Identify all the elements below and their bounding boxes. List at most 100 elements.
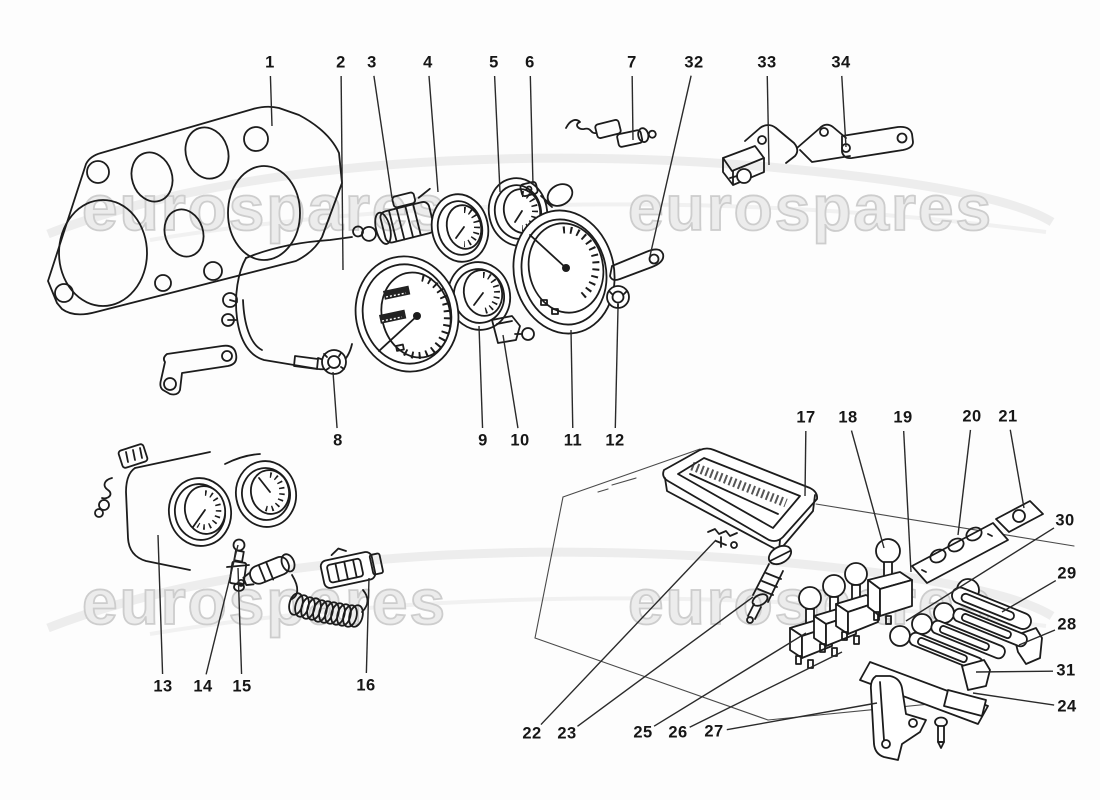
retaining-clip <box>961 659 991 691</box>
callout-24: 24 <box>1057 697 1077 716</box>
leader-line-7 <box>631 75 634 141</box>
tachometer <box>512 209 616 335</box>
leader-line-17 <box>804 430 807 497</box>
small-gauge-left <box>430 193 490 263</box>
leader-line-24 <box>972 692 1055 706</box>
leader-line-33 <box>766 75 770 166</box>
leader-line-13 <box>157 534 164 675</box>
callout-3: 3 <box>367 53 377 72</box>
console-group <box>534 447 1075 761</box>
lighter-plug <box>237 553 296 587</box>
callout-9: 9 <box>478 431 488 450</box>
leader-line-32 <box>649 75 692 257</box>
leader-line-12 <box>614 307 619 429</box>
leader-line-21 <box>1009 429 1025 509</box>
ashtray <box>662 447 819 552</box>
callout-4: 4 <box>423 53 433 72</box>
leader-line-18 <box>850 430 885 549</box>
leader-line-34 <box>841 75 847 148</box>
leader-line-8 <box>332 371 338 429</box>
aux-gauge-right <box>224 453 297 528</box>
toggle-switch-row <box>789 562 879 669</box>
callout-20: 20 <box>962 407 982 426</box>
pedestal-bracket <box>869 675 927 761</box>
aux-gauge-left <box>168 477 232 547</box>
bracket-34 <box>796 123 914 163</box>
bracket-33 <box>722 124 799 186</box>
switch-plate-single-hole <box>995 500 1044 533</box>
callout-22: 22 <box>522 724 542 743</box>
callout-26: 26 <box>668 723 688 742</box>
leader-line-19 <box>902 430 912 573</box>
leader-line-3 <box>373 75 393 199</box>
leader-line-15 <box>237 567 243 675</box>
toggle-switch-tall <box>867 538 913 625</box>
leader-line-11 <box>570 329 574 429</box>
callout-10: 10 <box>510 431 530 450</box>
callout-34: 34 <box>831 53 851 72</box>
ashtray-latch <box>707 528 738 549</box>
leader-line-6 <box>529 75 534 186</box>
callout-5: 5 <box>489 53 499 72</box>
callout-32: 32 <box>684 53 704 72</box>
leader-line-28 <box>1018 629 1056 646</box>
bulb-holder <box>565 119 657 148</box>
leader-line-16 <box>365 577 370 674</box>
callout-21: 21 <box>998 407 1018 426</box>
auxiliary-gauge-group <box>94 443 384 628</box>
leader-line-1 <box>269 75 273 127</box>
leader-line-9 <box>478 325 484 429</box>
gauge-drive-unit <box>352 187 436 245</box>
callout-19: 19 <box>893 408 913 427</box>
small-centre-gauge <box>446 261 512 331</box>
leader-line-26 <box>689 651 843 728</box>
callout-31: 31 <box>1056 661 1076 680</box>
callout-6: 6 <box>525 53 535 72</box>
leader-line-10 <box>502 334 519 429</box>
leader-line-30 <box>905 527 1055 622</box>
tachometer-bracket <box>609 248 665 281</box>
inspection-lamp <box>319 547 384 589</box>
cigarette-lighter <box>746 544 793 624</box>
callout-25: 25 <box>633 723 653 742</box>
callout-23: 23 <box>557 724 577 743</box>
callout-28: 28 <box>1057 615 1077 634</box>
callout-30: 30 <box>1055 511 1075 530</box>
callout-2: 2 <box>336 53 346 72</box>
callout-1: 1 <box>265 53 275 72</box>
leader-line-31 <box>975 670 1054 673</box>
callout-11: 11 <box>563 431 583 450</box>
reset-knob <box>317 349 347 375</box>
screw <box>934 716 948 749</box>
instrument-cluster <box>159 177 665 396</box>
leader-line-23 <box>577 596 754 727</box>
leader-line-27 <box>726 702 878 731</box>
leader-line-5 <box>493 75 501 193</box>
callout-7: 7 <box>627 53 637 72</box>
lower-bracket <box>943 689 987 717</box>
leader-line-29 <box>1001 579 1057 613</box>
callout-27: 27 <box>704 722 724 741</box>
speedometer <box>354 255 460 373</box>
gauge-clamp <box>491 315 535 344</box>
callout-14: 14 <box>193 677 213 696</box>
callout-16: 16 <box>356 676 376 695</box>
leader-line-2 <box>340 75 344 271</box>
leader-line-14 <box>205 544 239 675</box>
mounting-bracket-front <box>159 344 238 396</box>
watermark-top-right: eurospares <box>627 172 994 244</box>
leader-line-22 <box>540 539 717 726</box>
callout-15: 15 <box>232 677 252 696</box>
callout-17: 17 <box>796 408 816 427</box>
switch-plate-three-hole <box>911 522 1009 584</box>
bulb-socket-top <box>519 180 574 208</box>
callout-12: 12 <box>605 431 625 450</box>
leader-line-4 <box>428 75 439 193</box>
callout-33: 33 <box>757 53 777 72</box>
callout-13: 13 <box>153 677 173 696</box>
leader-line-20 <box>957 429 972 536</box>
coiled-cable <box>288 574 369 628</box>
